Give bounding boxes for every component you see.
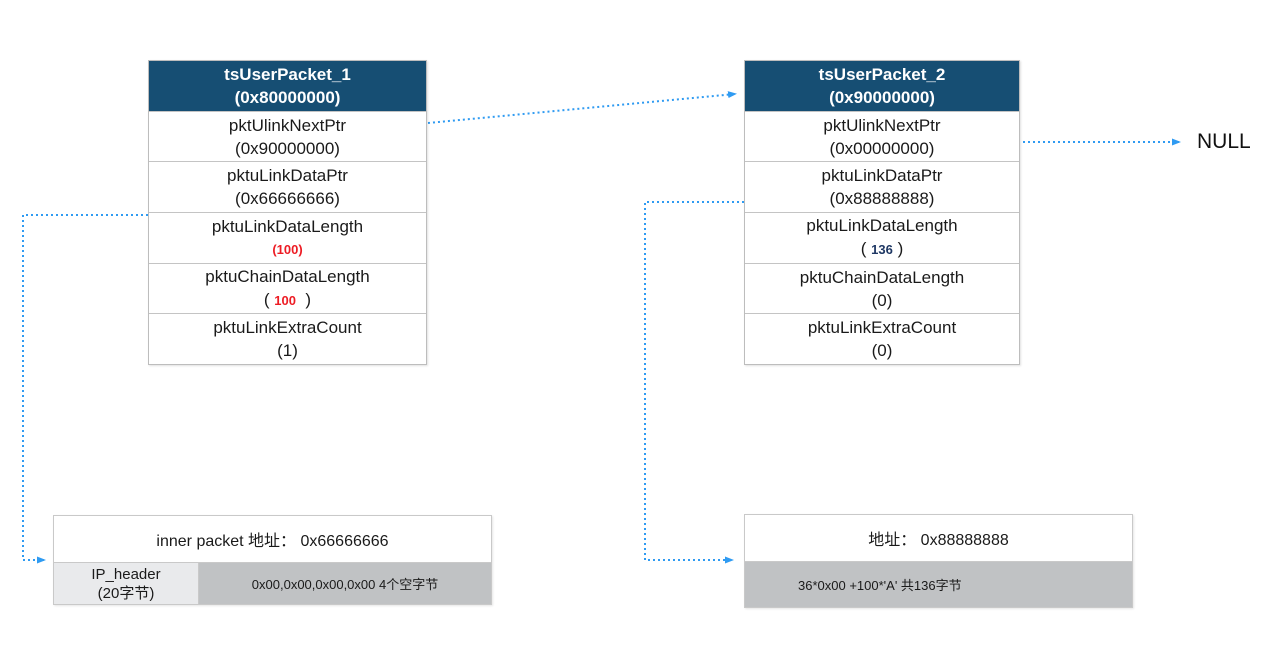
- buffer1-padding-cell: 0x00,0x00,0x00,0x00 4个空字节: [199, 563, 491, 604]
- packet2-linkdatalength-value: ( 136 ): [860, 239, 904, 259]
- arrow-nextptr-packet1-to-packet2: [427, 91, 737, 124]
- arrow-dataptr-packet1-to-buffer1: [22, 214, 148, 564]
- arrow-dataptr-packet2-to-buffer2: [644, 201, 744, 564]
- packet2-address: (0x90000000): [829, 87, 935, 107]
- packet1-row-uchaindatalength: pktuChainDataLength ( 100 ): [149, 262, 426, 314]
- packet2-struct-table: tsUserPacket_2 (0x90000000) pktUlinkNext…: [744, 60, 1020, 365]
- packet1-row-ulinkextracount: pktuLinkExtraCount (1): [149, 313, 426, 365]
- packet2-row-ulinkdataptr: pktuLinkDataPtr (0x88888888): [745, 161, 1019, 213]
- packet2-row-ulinkdatalength: pktuLinkDataLength ( 136 ): [745, 212, 1019, 263]
- null-label: NULL: [1197, 130, 1251, 153]
- packet1-address: (0x80000000): [234, 87, 341, 107]
- buffer2-data-cell: 36*0x00 +100*'A' 共136字节: [745, 561, 1132, 607]
- buffer1-title: inner packet 地址： 0x66666666: [54, 516, 491, 562]
- packet1-chaindatalength-value: ( 100 ): [263, 290, 312, 310]
- packet2-row-ulinknextptr: pktUlinkNextPtr (0x00000000): [745, 110, 1019, 162]
- buffer2-title: 地址： 0x88888888: [745, 515, 1132, 561]
- buffer2-data-block: 地址： 0x88888888 36*0x00 +100*'A' 共136字节: [744, 514, 1133, 608]
- packet2-row-uchaindatalength: pktuChainDataLength (0): [745, 262, 1019, 314]
- buffer1-inner-packet: inner packet 地址： 0x66666666 IP_header (2…: [53, 515, 492, 605]
- packet1-linkdatalength-value: (100): [272, 241, 303, 257]
- packet2-row-ulinkextracount: pktuLinkExtraCount (0): [745, 313, 1019, 365]
- packet1-row-ulinkdatalength: pktuLinkDataLength (100): [149, 212, 426, 263]
- packet1-header: tsUserPacket_1 (0x80000000): [149, 61, 426, 111]
- packet1-row-ulinknextptr: pktUlinkNextPtr (0x90000000): [149, 110, 426, 162]
- packet2-title: tsUserPacket_2: [818, 64, 946, 84]
- packet1-struct-table: tsUserPacket_1 (0x80000000) pktUlinkNext…: [148, 60, 427, 365]
- buffer1-ipheader-cell: IP_header (20字节): [54, 563, 199, 604]
- buffer1-cells: IP_header (20字节) 0x00,0x00,0x00,0x00 4个空…: [54, 562, 491, 604]
- packet1-title: tsUserPacket_1: [224, 64, 351, 84]
- packet1-row-ulinkdataptr: pktuLinkDataPtr (0x66666666): [149, 161, 426, 213]
- packet2-header: tsUserPacket_2 (0x90000000): [745, 61, 1019, 111]
